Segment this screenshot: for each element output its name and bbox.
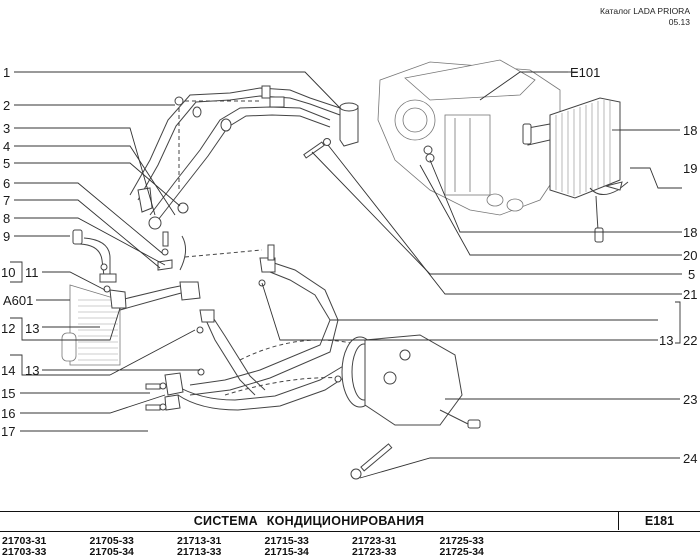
callout-6: 6 (3, 176, 10, 191)
small-fasteners (100, 263, 342, 411)
callout-22: 22 (683, 333, 697, 348)
callout-a601: A601 (3, 293, 33, 308)
compressor (341, 334, 481, 429)
heater-evaporator-housing (377, 59, 561, 216)
model-code: 21705-33 (89, 535, 134, 547)
callout-21: 21 (683, 287, 697, 302)
diagram-code: E181 (618, 512, 700, 530)
model-code: 21715-33 (264, 535, 309, 547)
callout-10: 10 (1, 265, 15, 280)
callout-23: 23 (683, 392, 697, 407)
catalog-label: Каталог LADA PRIORA (600, 6, 690, 16)
model-code: 21703-31 (2, 535, 47, 547)
catalog-header: Каталог LADA PRIORA 05.13 (600, 6, 690, 28)
callout-12: 12 (1, 321, 15, 336)
model-code: 21705-34 (89, 546, 134, 558)
callout-20: 20 (683, 248, 697, 263)
callout-1: 1 (3, 65, 10, 80)
callout-22-13: 13 (659, 333, 673, 348)
model-code: 21713-33 (177, 546, 222, 558)
temperature-sensor (589, 181, 629, 243)
callout-24: 24 (683, 451, 697, 466)
callout-18-bottom: 18 (683, 225, 697, 240)
bolts-upper (157, 138, 331, 271)
callout-3: 3 (3, 121, 10, 136)
callout-5-right: 5 (688, 267, 695, 282)
callout-4: 4 (3, 139, 10, 154)
diagram-title: СИСТЕМА КОНДИЦИОНИРОВАНИЯ (193, 514, 425, 528)
callout-11: 11 (25, 265, 39, 280)
evaporator-core (522, 97, 621, 199)
high-low-pressure-pipes (129, 85, 341, 230)
callout-14: 14 (1, 363, 15, 378)
model-code: 21703-33 (2, 546, 47, 558)
compressor-bolt (350, 443, 393, 480)
callout-12-13: 13 (25, 321, 39, 336)
callout-14-13: 13 (25, 363, 39, 378)
callout-8: 8 (3, 211, 10, 226)
model-code: 21723-33 (352, 546, 397, 558)
callout-e101: E101 (570, 65, 600, 80)
model-row: 21703-33 21705-34 21713-33 21715-34 2172… (2, 547, 700, 558)
model-code: 21723-31 (352, 535, 397, 547)
catalog-date: 05.13 (668, 17, 690, 27)
callout-19: 19 (683, 161, 697, 176)
callout-15: 15 (1, 386, 15, 401)
callout-17: 17 (1, 424, 15, 439)
model-code: 21725-34 (439, 546, 484, 558)
model-code: 21725-33 (439, 535, 484, 547)
callout-16: 16 (1, 406, 15, 421)
suction-hose-assembly (109, 244, 361, 411)
leader-lines (10, 71, 682, 479)
model-code: 21715-34 (264, 546, 309, 558)
callout-9: 9 (3, 229, 10, 244)
receiver-dryer (339, 102, 359, 147)
parts-diagram: 1 2 3 4 5 6 7 8 9 10 11 A601 12 13 14 13… (1, 59, 697, 480)
model-code: 21713-31 (177, 535, 222, 547)
callout-2: 2 (3, 98, 10, 113)
callout-labels: 1 2 3 4 5 6 7 8 9 10 11 A601 12 13 14 13… (1, 65, 697, 466)
model-row: 21703-31 21705-33 21713-31 21715-33 2172… (2, 536, 700, 547)
pipe-9 (72, 229, 117, 283)
callout-5: 5 (3, 156, 10, 171)
title-bar: СИСТЕМА КОНДИЦИОНИРОВАНИЯ E181 (0, 511, 700, 532)
callout-7: 7 (3, 193, 10, 208)
model-list: 21703-31 21705-33 21713-31 21715-33 2172… (2, 536, 700, 558)
callout-18-top: 18 (683, 123, 697, 138)
